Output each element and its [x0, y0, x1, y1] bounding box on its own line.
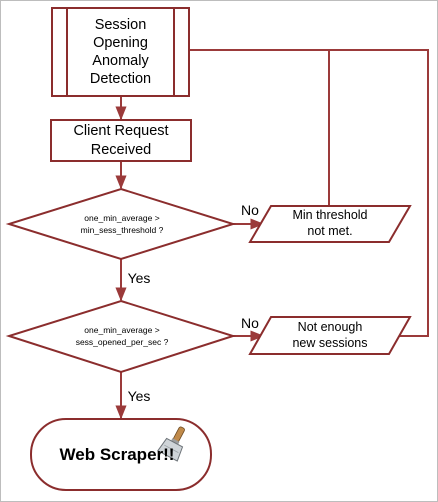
output2-parallelogram [248, 316, 412, 355]
connector-output1-loop [189, 49, 330, 206]
start-line-2: Opening [93, 34, 148, 51]
request-process-label: Client Request Received [52, 121, 190, 160]
start-line-4: Detection [89, 71, 152, 88]
terminal-stadium [30, 418, 212, 491]
request-line-1: Client Request [73, 123, 169, 140]
decision2-line-1: one_min_average > [84, 324, 160, 335]
decision2-line-2: sess_opened_per_sec ? [75, 337, 169, 347]
terminal-label: Web Scraper!! [59, 445, 175, 465]
decision1-label: one_min_average > min_sess_threshold ? [52, 204, 192, 244]
output2-label: Not enough new sessions [262, 317, 398, 354]
decision2-label: one_min_average > sess_opened_per_sec ? [52, 316, 192, 356]
start-line-3: Anomaly [92, 53, 149, 69]
decision1-line-2: min_sess_threshold ? [80, 225, 164, 235]
edge-label-yes-2: Yes [127, 388, 151, 405]
output2-line-1: Not enough [297, 319, 363, 334]
decision1-line-1: one_min_average > [84, 212, 160, 223]
request-process-box [50, 119, 192, 162]
decision2-diamond [5, 299, 237, 374]
decision1-diamond [5, 187, 237, 261]
start-line-1: Session [94, 16, 147, 33]
connector-output2-loop [330, 49, 429, 337]
output1-line-2: not met. [307, 224, 353, 238]
output2-line-2: new sessions [292, 335, 368, 350]
output1-line-1: Min threshold [292, 208, 368, 223]
scraper-tool-icon [157, 426, 185, 462]
edge-label-yes-1: Yes [127, 270, 151, 287]
request-line-2: Received [90, 141, 152, 158]
start-process-label: Session Opening Anomaly Detection [67, 10, 174, 94]
output1-parallelogram [248, 205, 412, 243]
edge-label-no-2: No [241, 315, 259, 332]
edge-label-no-1: No [241, 202, 259, 219]
output1-label: Min threshold not met. [262, 206, 398, 242]
start-process-box [51, 7, 190, 97]
